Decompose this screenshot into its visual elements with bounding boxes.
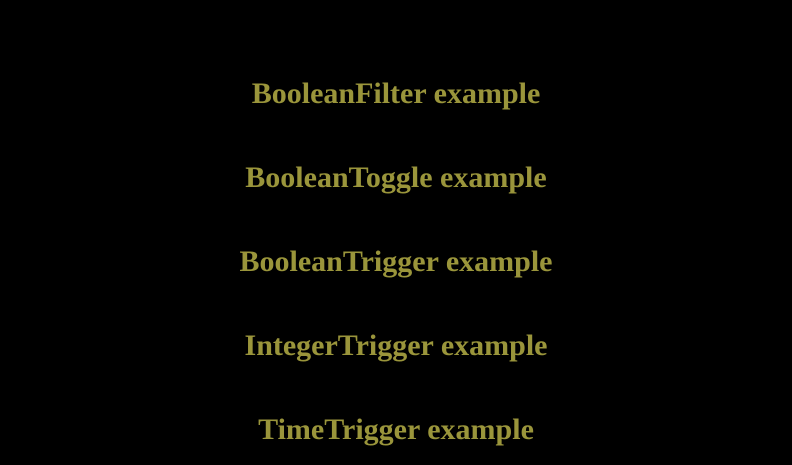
time-trigger-example-link[interactable]: TimeTrigger example — [258, 413, 534, 446]
boolean-filter-example-link[interactable]: BooleanFilter example — [251, 77, 541, 110]
integer-trigger-example-link[interactable]: IntegerTrigger example — [244, 329, 548, 362]
boolean-trigger-example-link[interactable]: BooleanTrigger example — [239, 245, 553, 278]
boolean-toggle-example-link[interactable]: BooleanToggle example — [245, 161, 547, 194]
